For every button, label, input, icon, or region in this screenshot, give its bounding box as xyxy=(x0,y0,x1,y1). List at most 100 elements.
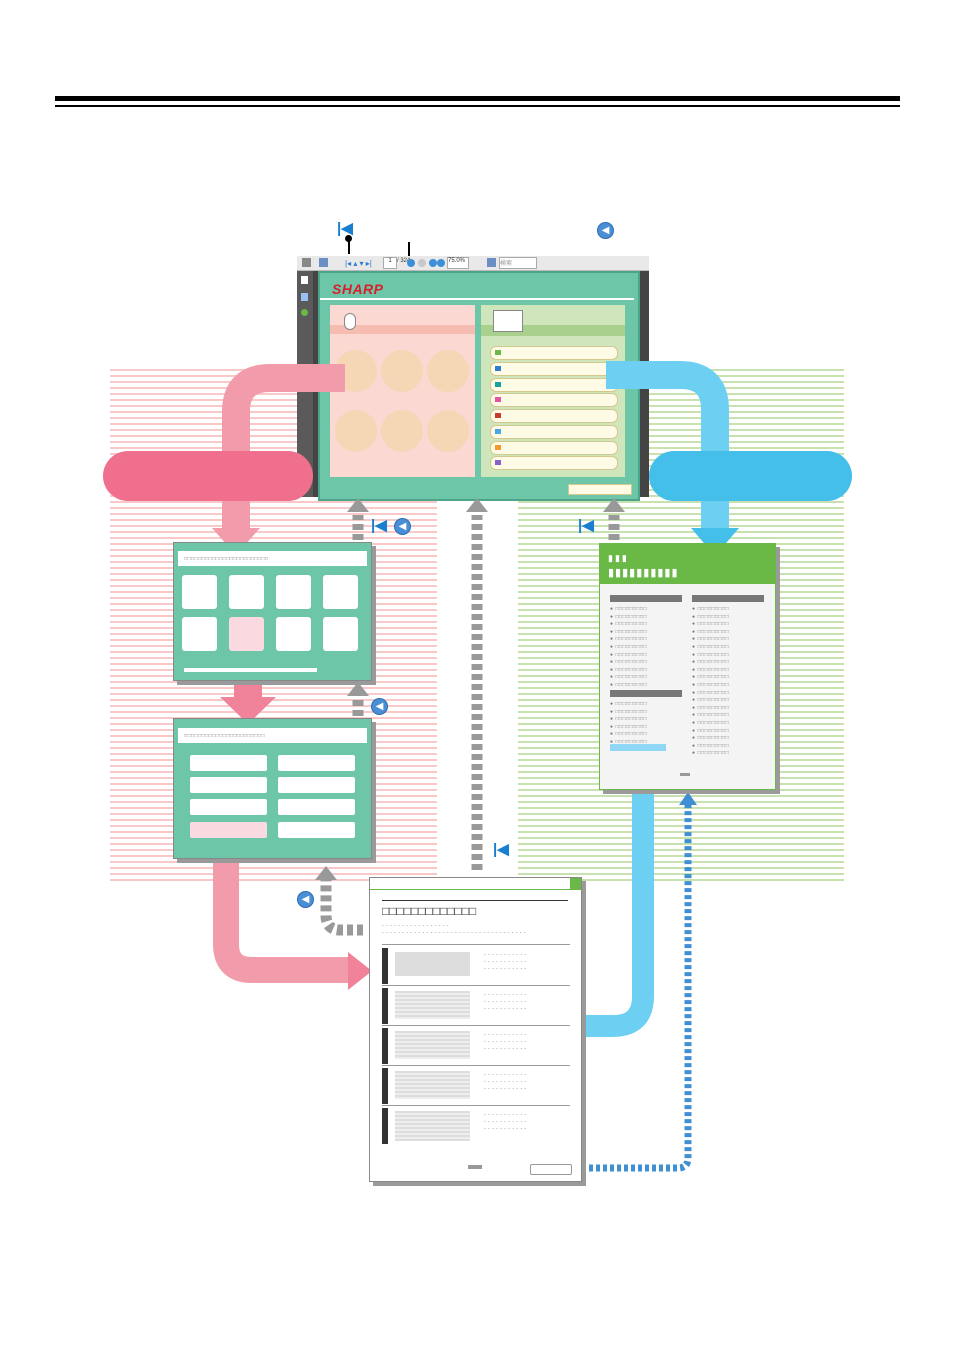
zoom-out-icon[interactable] xyxy=(429,259,437,267)
first-page-icon[interactable]: |◀ xyxy=(371,517,387,534)
first-page-icon[interactable]: |◀ xyxy=(493,841,509,858)
page-total: / 324 xyxy=(397,258,411,264)
category-circle[interactable] xyxy=(427,410,469,452)
book-icon xyxy=(493,310,523,332)
index-entries-left-2[interactable]: ● □□□□□□□□□● □□□□□□□□□● □□□□□□□□□● □□□□□… xyxy=(610,701,648,745)
category-circle[interactable] xyxy=(381,410,423,452)
pink-arrowhead xyxy=(348,952,372,990)
step-text: - - - - - - - - - - -- - - - - - - - - -… xyxy=(484,1072,527,1092)
tools-icon[interactable] xyxy=(319,258,328,267)
first-page-toolbar-icon[interactable]: |◂ ▴ ▾ ▸| xyxy=(345,259,372,268)
category-circle[interactable] xyxy=(335,410,377,452)
category-tile[interactable] xyxy=(182,575,217,609)
back-icon[interactable]: ◀ xyxy=(371,698,388,715)
category-tile[interactable] xyxy=(276,617,311,651)
detail-page-number xyxy=(468,1165,482,1169)
gray-return-arrowhead xyxy=(347,682,369,696)
page-number-field[interactable]: 1 xyxy=(383,257,397,269)
return-to-index-button[interactable] xyxy=(530,1164,572,1175)
category-circle[interactable] xyxy=(381,350,423,392)
title-rule xyxy=(382,900,568,901)
category-tile[interactable] xyxy=(229,575,264,609)
index-link[interactable] xyxy=(490,425,618,439)
index-page: ▮▮▮ ▮▮▮▮▮▮▮▮▮▮ ● □□□□□□□□□● □□□□□□□□□● □… xyxy=(599,543,776,790)
index-page-number xyxy=(680,773,690,776)
fit-page-icon[interactable] xyxy=(487,258,496,267)
sharp-logo: SHARP xyxy=(332,281,384,297)
category-tile[interactable] xyxy=(276,575,311,609)
step-marker xyxy=(382,1068,388,1104)
page-top-line xyxy=(370,889,581,890)
pages-icon[interactable] xyxy=(301,276,308,284)
option-button[interactable] xyxy=(278,755,355,771)
forward-toolbar-icon[interactable] xyxy=(418,259,426,267)
zoom-in-icon[interactable] xyxy=(437,259,445,267)
index-header: ▮▮▮ ▮▮▮▮▮▮▮▮▮▮ xyxy=(600,544,775,584)
step-screenshot xyxy=(395,952,470,976)
option-button[interactable] xyxy=(278,777,355,793)
search-field[interactable]: 検索 xyxy=(499,257,537,269)
pink-arrow-to-category xyxy=(222,364,345,530)
index-entry-selected[interactable] xyxy=(610,744,666,751)
category-tile[interactable] xyxy=(323,575,358,609)
blue-label-pill xyxy=(649,451,852,501)
detail-page: □□□□□□□□□□□□□ - - - - - - - - - - - - - … xyxy=(369,877,582,1182)
index-link[interactable] xyxy=(490,409,618,423)
category-tiles xyxy=(182,575,363,675)
category-title-bar: □□□□□□□□□□□□□□□□□□□□□□□□ xyxy=(178,551,367,566)
step-text: - - - - - - - - - - -- - - - - - - - - -… xyxy=(484,1032,527,1052)
back-icon[interactable]: ◀ xyxy=(394,518,411,535)
step-marker xyxy=(382,1028,388,1064)
blue-arrow-to-page xyxy=(570,757,654,1037)
index-section-heading xyxy=(692,595,764,602)
header-rule-thin xyxy=(55,105,900,107)
gray-return-arrowhead xyxy=(603,498,625,512)
step-screenshot xyxy=(395,1111,470,1141)
options-title-bar: □□□□□□□□□□□□□□□□□□□□□□□ xyxy=(178,728,367,743)
gray-return-dashed xyxy=(320,880,363,936)
section-rule xyxy=(382,985,570,986)
gray-return-arrowhead xyxy=(347,498,369,512)
print-icon[interactable] xyxy=(302,258,311,267)
index-entries-left[interactable]: ● □□□□□□□□□● □□□□□□□□□● □□□□□□□□□● □□□□□… xyxy=(610,606,648,688)
step-screenshot xyxy=(395,1071,470,1099)
back-icon[interactable]: ◀ xyxy=(297,891,314,908)
category-footer-bar xyxy=(184,668,317,672)
index-link[interactable] xyxy=(490,393,618,407)
zoom-field[interactable]: 75.0% xyxy=(447,257,469,269)
index-link[interactable] xyxy=(490,362,618,376)
index-header-mark: ▮▮▮ xyxy=(608,553,629,563)
pink-arrowhead xyxy=(212,528,260,555)
option-button[interactable] xyxy=(278,822,355,838)
viewer-toolbar: |◂ ▴ ▾ ▸| 1 / 324 75.0% 検索 xyxy=(297,256,649,271)
page-corner-tab xyxy=(570,878,581,889)
option-button[interactable] xyxy=(278,799,355,815)
pointer-line xyxy=(348,240,350,254)
index-link[interactable] xyxy=(490,441,618,455)
option-button[interactable] xyxy=(190,777,267,793)
gray-return-arrowhead xyxy=(315,866,337,880)
index-link[interactable] xyxy=(490,456,618,470)
category-tile[interactable] xyxy=(182,617,217,651)
option-button[interactable] xyxy=(190,799,267,815)
category-tile-selected[interactable] xyxy=(229,617,264,651)
first-page-icon[interactable]: |◀ xyxy=(337,220,353,237)
page-title-mark: □□□□□□□□□□□□□ xyxy=(382,904,477,918)
first-page-icon[interactable]: |◀ xyxy=(578,517,594,534)
category-tile[interactable] xyxy=(323,617,358,651)
step-marker xyxy=(382,948,388,984)
index-link[interactable] xyxy=(490,346,618,360)
option-button-selected[interactable] xyxy=(190,822,267,838)
category-circle[interactable] xyxy=(427,350,469,392)
category-window: □□□□□□□□□□□□□□□□□□□□□□□□ xyxy=(173,542,372,681)
step-text: - - - - - - - - - - -- - - - - - - - - -… xyxy=(484,1112,527,1132)
bookmarks-icon[interactable] xyxy=(301,293,308,301)
index-entries-right[interactable]: ● □□□□□□□□□● □□□□□□□□□● □□□□□□□□□● □□□□□… xyxy=(692,606,730,757)
top-page-link[interactable] xyxy=(568,484,632,495)
option-button[interactable] xyxy=(190,755,267,771)
top-divider xyxy=(320,298,634,300)
section-rule xyxy=(382,944,570,945)
back-icon[interactable]: ◀ xyxy=(597,222,614,239)
attachments-icon[interactable] xyxy=(301,309,308,316)
back-toolbar-icon[interactable] xyxy=(407,259,415,267)
